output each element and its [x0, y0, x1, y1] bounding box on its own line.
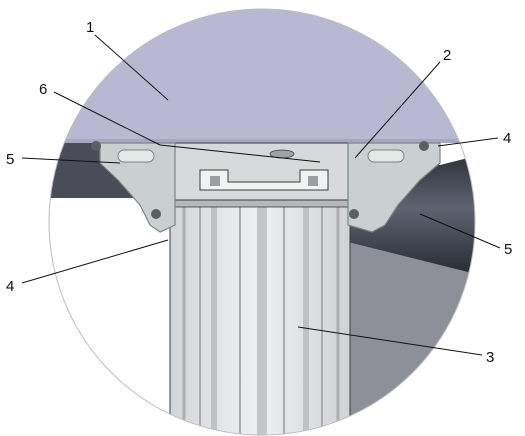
callout-1: 1: [86, 19, 94, 36]
leader-1: [94, 34, 169, 101]
leader-lines: [21, 34, 501, 356]
column-profile: [169, 194, 351, 435]
right-bracket: [347, 141, 441, 233]
callout-labels: 1 2 6 5 4 4 5 3: [6, 19, 512, 366]
leader-5-right: [419, 213, 501, 249]
leader-5-left: [21, 157, 121, 164]
callout-3: 3: [486, 349, 494, 366]
slot-channel: [171, 142, 351, 201]
left-bracket: [91, 141, 176, 233]
callout-5-right: 5: [504, 241, 512, 258]
callout-6: 6: [39, 81, 47, 98]
detail-view: [49, 9, 475, 435]
callout-4-right: 4: [503, 130, 511, 147]
leader-2: [354, 61, 441, 159]
detail-circle-outline: [48, 8, 476, 436]
ceiling-slab: [49, 9, 475, 141]
callout-2: 2: [443, 47, 451, 64]
callout-5-left: 5: [6, 151, 14, 168]
leader-4-left: [21, 239, 169, 284]
callout-4-left: 4: [6, 278, 14, 295]
leader-4-right: [437, 137, 499, 147]
slab-underside: [49, 139, 475, 143]
leader-6: [53, 91, 161, 146]
leader-3: [297, 326, 483, 356]
leader-6b: [159, 144, 321, 163]
